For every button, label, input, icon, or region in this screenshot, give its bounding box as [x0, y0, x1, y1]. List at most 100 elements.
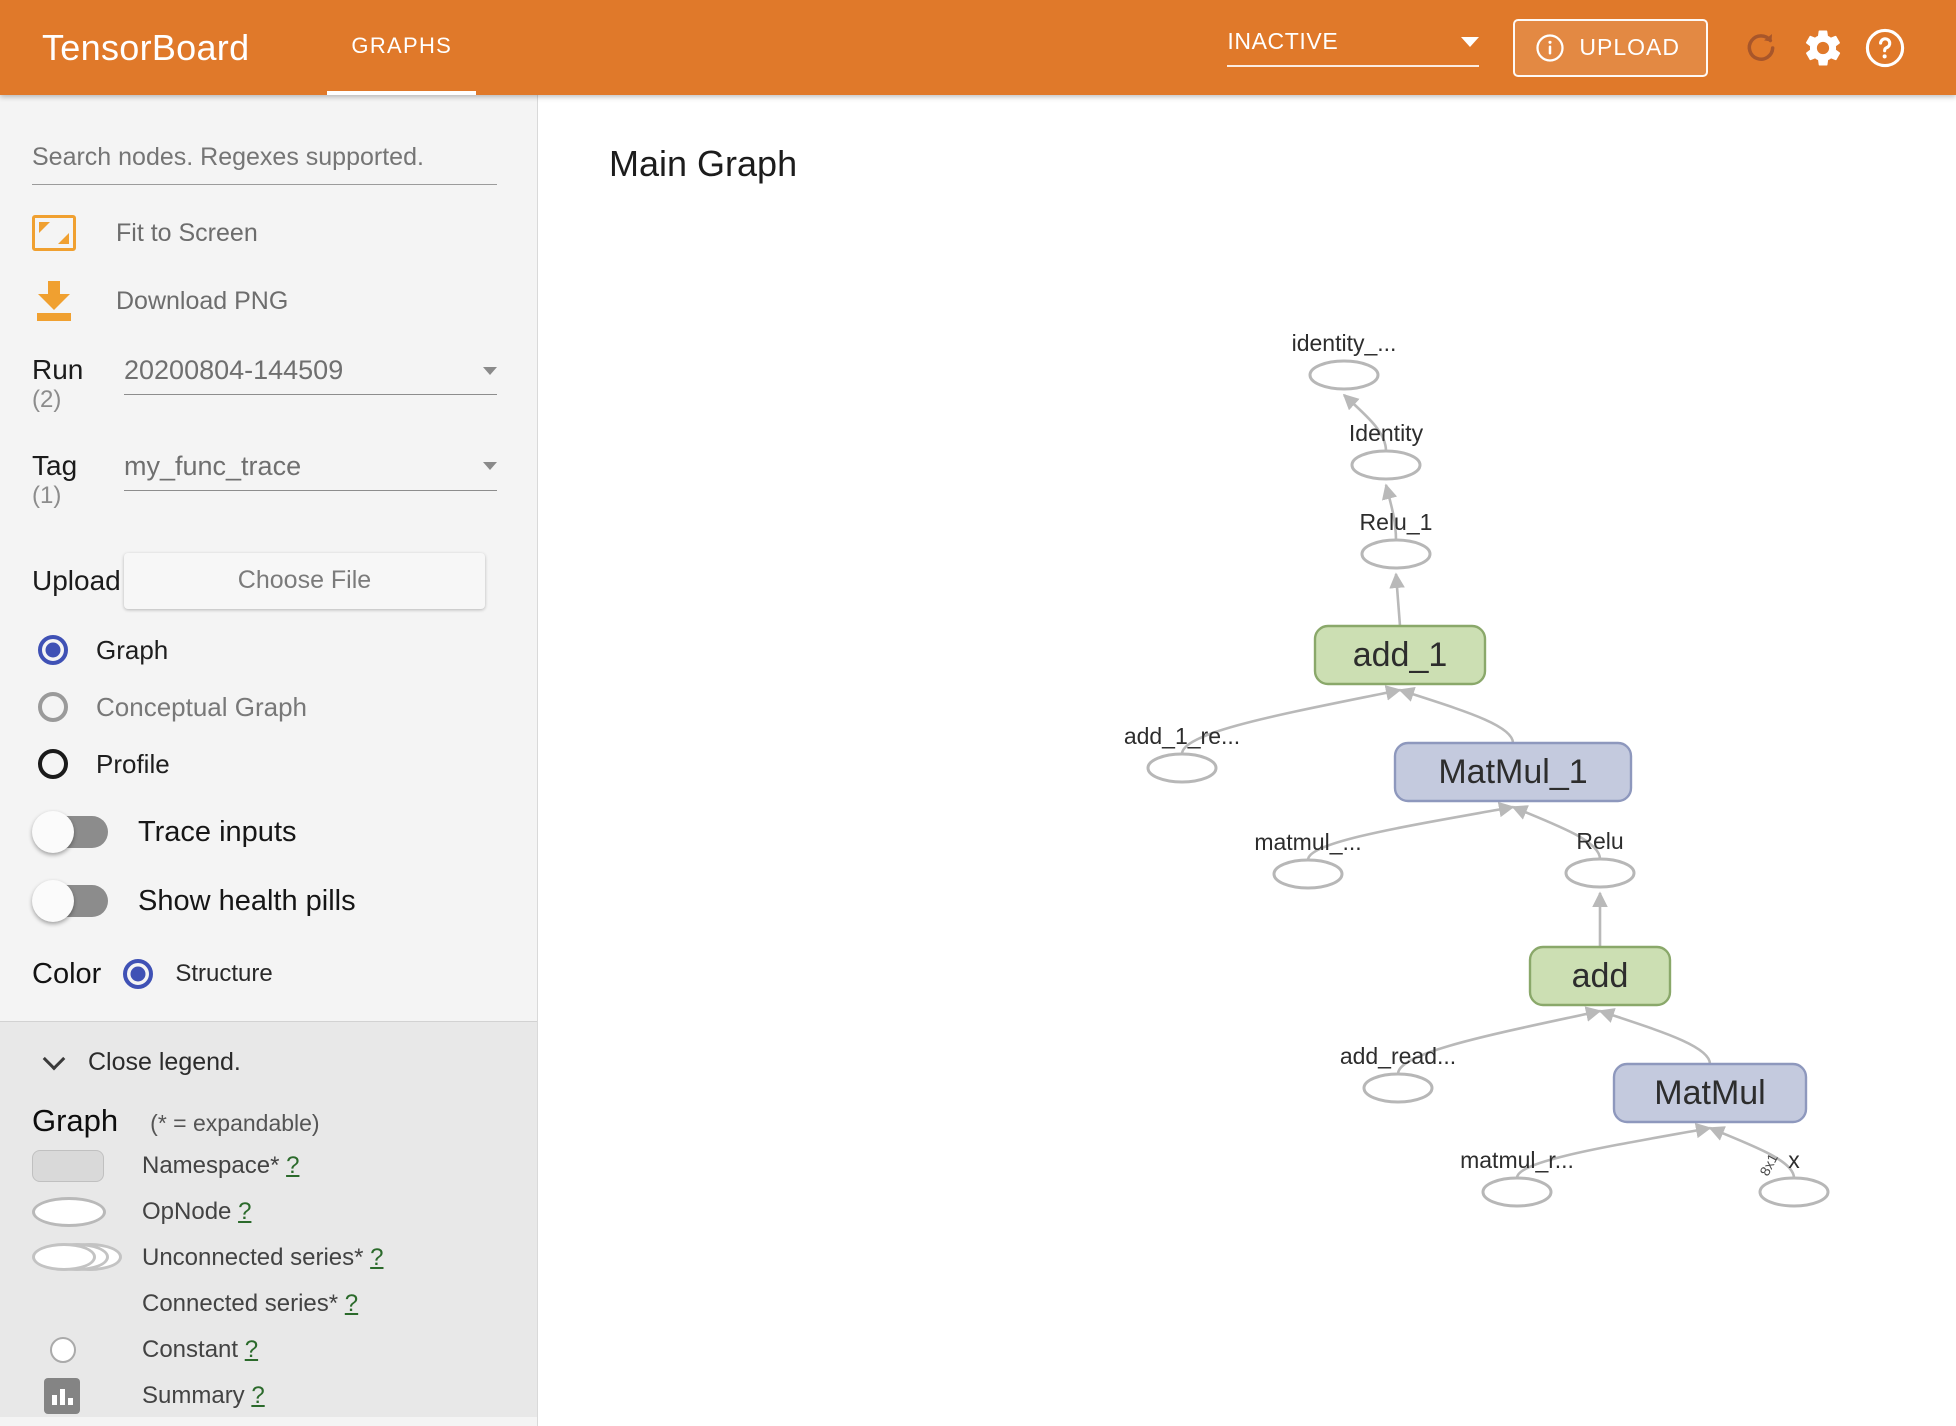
help-link-constant[interactable]: ?	[244, 1335, 259, 1363]
chevron-down-icon	[42, 1047, 66, 1071]
graph-node-Identity[interactable]: Identity	[1349, 420, 1424, 481]
radio-conceptual-graph-label: Conceptual Graph	[96, 691, 308, 722]
graph-edge	[1515, 1122, 1712, 1179]
graph-edge	[1389, 572, 1405, 627]
app-header: TensorBoard GRAPHS INACTIVE UPLOAD	[0, 0, 1956, 95]
upload-row: Upload Choose File	[32, 552, 537, 609]
refresh-icon[interactable]	[1730, 17, 1792, 79]
help-link-namespace[interactable]: ?	[286, 1151, 300, 1179]
radio-profile-indicator	[38, 749, 68, 780]
upload-label: Upload	[32, 564, 121, 596]
graph-node-label: MatMul	[1654, 1074, 1765, 1112]
graph-node-Relu_1[interactable]: Relu_1	[1360, 509, 1433, 570]
fit-to-screen-label: Fit to Screen	[116, 218, 258, 247]
radio-graph-indicator	[38, 635, 68, 666]
tag-selector-row: Tag (1) my_func_trace	[32, 450, 537, 513]
toggle-show-health-pills-switch	[32, 880, 108, 923]
toggle-trace-inputs-label: Trace inputs	[138, 815, 297, 848]
choose-file-label: Choose File	[237, 566, 372, 595]
legend-label-summary: Summary	[142, 1381, 245, 1409]
graph-node-add_1[interactable]: add_1	[1313, 624, 1487, 686]
radio-profile[interactable]: Profile	[38, 749, 537, 780]
legend-hint: (* = expandable)	[150, 1109, 320, 1136]
upload-button-label: UPLOAD	[1579, 34, 1680, 60]
run-count: (2)	[32, 386, 62, 414]
run-status-dropdown[interactable]: INACTIVE	[1227, 28, 1480, 67]
graph-node-label: add_1	[1353, 636, 1448, 674]
help-link-opnode[interactable]: ?	[238, 1197, 252, 1225]
help-circle-icon[interactable]	[1854, 17, 1916, 79]
graph-node-matmul_read[interactable]: matmul_r...	[1460, 1147, 1574, 1208]
graph-node-label: MatMul_1	[1438, 753, 1587, 791]
graph-node-label: Relu	[1576, 828, 1623, 854]
legend-item-opnode: OpNode ?	[32, 1193, 537, 1231]
radio-graph[interactable]: Graph	[38, 635, 537, 666]
toggle-trace-inputs[interactable]: Trace inputs	[32, 811, 537, 854]
close-legend-label: Close legend.	[88, 1047, 241, 1076]
graph-node-add[interactable]: add	[1528, 945, 1672, 1007]
toggle-show-health-pills[interactable]: Show health pills	[32, 880, 537, 923]
legend-item-unconnected-series: Unconnected series* ?	[32, 1239, 537, 1277]
fit-to-screen-icon	[32, 215, 76, 251]
graph-edge	[1398, 686, 1515, 744]
download-png-button[interactable]: Download PNG	[32, 281, 537, 321]
tag-dropdown[interactable]: my_func_trace	[124, 451, 497, 491]
fit-to-screen-button[interactable]: Fit to Screen	[32, 215, 537, 251]
graph-edges: 8x1	[1180, 393, 1796, 1179]
tab-graphs[interactable]: GRAPHS	[327, 0, 477, 95]
main-tabs: GRAPHS	[327, 0, 477, 95]
legend-label-opnode: OpNode	[142, 1197, 232, 1225]
run-dropdown[interactable]: 20200804-144509	[124, 355, 497, 395]
help-link-connected-series[interactable]: ?	[344, 1289, 359, 1317]
help-link-unconnected-series[interactable]: ?	[370, 1243, 384, 1271]
opnode-shape	[1146, 752, 1218, 784]
chevron-down-icon	[483, 366, 497, 375]
edge-label: 8x1	[1756, 1151, 1781, 1179]
color-label: Color	[32, 957, 102, 990]
search-input[interactable]	[32, 143, 497, 185]
opnode-icon	[32, 1196, 132, 1227]
help-link-summary[interactable]: ?	[251, 1381, 265, 1409]
legend-label-constant: Constant	[142, 1335, 239, 1363]
close-legend-button[interactable]: Close legend.	[42, 1047, 537, 1077]
namespace-shape	[1528, 945, 1672, 1007]
tab-graphs-label: GRAPHS	[351, 32, 453, 58]
graph-edge	[1396, 1006, 1602, 1075]
radio-structure-indicator[interactable]	[123, 959, 154, 990]
graph-node-label: x	[1788, 1147, 1800, 1173]
run-label: Run	[32, 354, 84, 385]
graph-node-add_read[interactable]: add_read...	[1340, 1043, 1456, 1104]
graph-node-add_1_read[interactable]: add_1_re...	[1124, 723, 1240, 784]
run-label-block: Run (2)	[32, 355, 124, 417]
graph-edge	[1381, 483, 1398, 541]
graph-node-matmul_read1[interactable]: matmul_...	[1254, 829, 1362, 890]
legend-item-connected-series: Connected series* ?	[32, 1285, 537, 1323]
download-icon	[32, 281, 76, 321]
graph-edge	[1511, 805, 1602, 860]
chevron-down-icon	[483, 462, 497, 471]
radio-conceptual-graph[interactable]: Conceptual Graph	[38, 692, 537, 723]
run-selector-row: Run (2) 20200804-144509	[32, 355, 537, 417]
sidebar: Fit to Screen Download PNG Run (2) 20200…	[0, 95, 538, 1426]
sidebar-controls: Fit to Screen Download PNG Run (2) 20200…	[0, 143, 537, 991]
graph-edge	[1708, 1126, 1796, 1179]
graph-node-MatMul_1[interactable]: MatMul_1	[1393, 741, 1633, 803]
upload-button[interactable]: UPLOAD	[1513, 18, 1708, 77]
gear-icon[interactable]	[1792, 17, 1854, 79]
graph-node-MatMul[interactable]: MatMul	[1612, 1062, 1808, 1124]
opnode-shape	[1350, 449, 1422, 481]
graph-node-label: identity_...	[1292, 330, 1397, 356]
graph-node-Relu[interactable]: Relu	[1564, 828, 1636, 889]
graph-node-x[interactable]: x	[1758, 1147, 1830, 1208]
choose-file-button[interactable]: Choose File	[124, 552, 485, 609]
graph-node-identity_out[interactable]: identity_...	[1292, 330, 1397, 391]
tag-value: my_func_trace	[124, 450, 302, 481]
run-value: 20200804-144509	[124, 355, 344, 385]
opnode-shape	[1758, 1176, 1830, 1208]
legend-title: Graph	[32, 1102, 119, 1138]
toggle-show-health-pills-label: Show health pills	[138, 884, 356, 917]
opnode-shape	[1272, 858, 1344, 890]
